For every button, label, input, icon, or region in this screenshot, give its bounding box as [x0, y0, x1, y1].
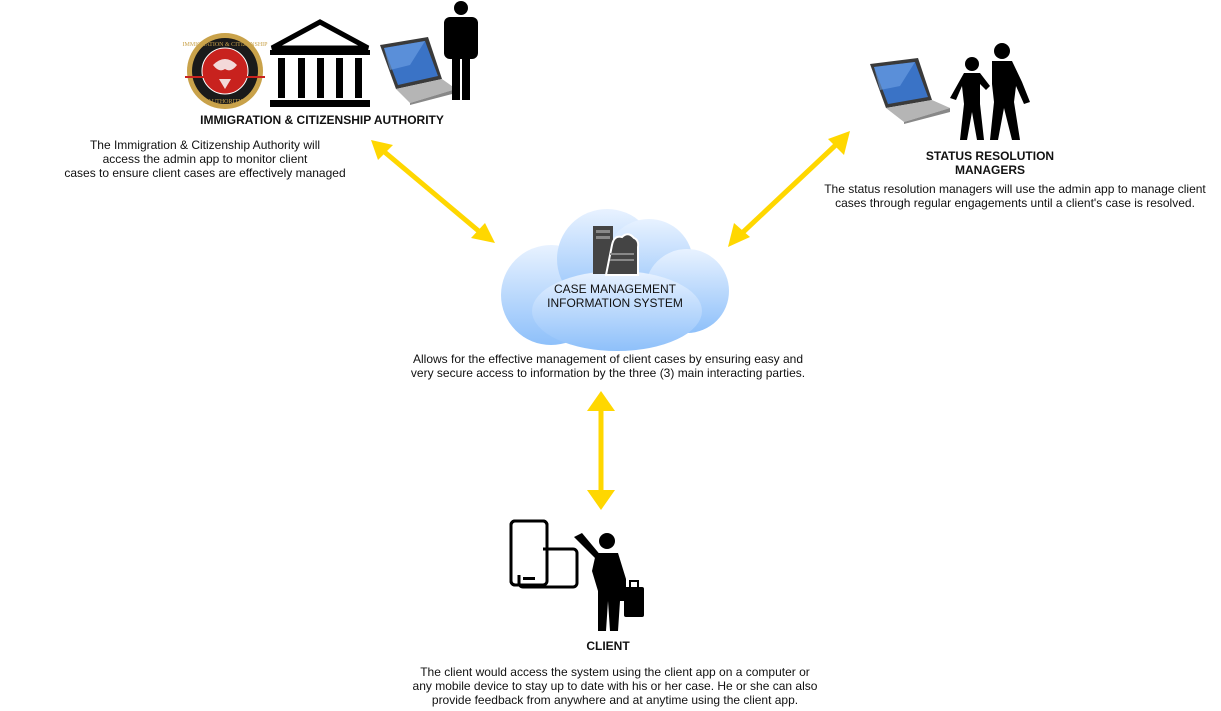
people-walking-icon: [950, 43, 1030, 140]
client-description-line-2: any mobile device to stay up to date wit…: [412, 679, 818, 693]
authority-title: IMMIGRATION & CITIZENSHIP AUTHORITY: [200, 113, 444, 127]
system-description: Allows for the effective management of c…: [383, 352, 833, 380]
authority-seal-logo: IMMIGRATION & CITIZENSHIP AUTHORITY: [183, 33, 269, 109]
system-description-line-1: Allows for the effective management of c…: [413, 352, 803, 366]
mobile-devices-icon: [509, 519, 579, 589]
svg-text:IMMIGRATION & CITIZENSHIP: IMMIGRATION & CITIZENSHIP: [183, 42, 269, 48]
manager-laptop-icon: [870, 58, 950, 124]
managers-title-line-1: STATUS RESOLUTION: [925, 149, 1055, 163]
authority-description-line-2: access the admin app to monitor client: [102, 152, 308, 166]
authority-description-line-1: The Immigration & Citizenship Authority …: [89, 138, 321, 152]
client-description-line-1: The client would access the system using…: [420, 665, 810, 679]
managers-title-line-2: MANAGERS: [954, 163, 1025, 177]
laptop-icon: [380, 37, 456, 105]
svg-text:AUTHORITY: AUTHORITY: [208, 99, 244, 105]
arrow-system-client: [587, 391, 615, 510]
client-description: The client would access the system using…: [385, 665, 845, 707]
arrow-authority-system: [371, 140, 495, 243]
managers-description-line-2: cases through regular engagements until …: [835, 196, 1195, 210]
managers-description-line-1: The status resolution managers will use …: [824, 182, 1206, 196]
person-icon: [444, 1, 478, 100]
server-cloud-icon: [593, 226, 640, 276]
authority-description: The Immigration & Citizenship Authority …: [40, 138, 370, 180]
client-description-line-3: provide feedback from anywhere and at an…: [431, 693, 799, 707]
authority-description-line-3: cases to ensure client cases are effecti…: [64, 166, 346, 180]
government-building-icon: [270, 19, 370, 107]
traveler-with-luggage-icon: [574, 533, 644, 631]
system-description-line-2: very secure access to information by the…: [410, 366, 806, 380]
managers-title: STATUS RESOLUTION MANAGERS: [890, 149, 1090, 177]
arrow-managers-system: [728, 131, 850, 247]
system-title: CASE MANAGEMENT INFORMATION SYSTEM: [515, 282, 715, 310]
system-title-line-1: CASE MANAGEMENT: [553, 282, 676, 296]
client-title: CLIENT: [586, 639, 630, 653]
system-title-line-2: INFORMATION SYSTEM: [547, 296, 683, 310]
managers-description: The status resolution managers will use …: [805, 182, 1221, 210]
